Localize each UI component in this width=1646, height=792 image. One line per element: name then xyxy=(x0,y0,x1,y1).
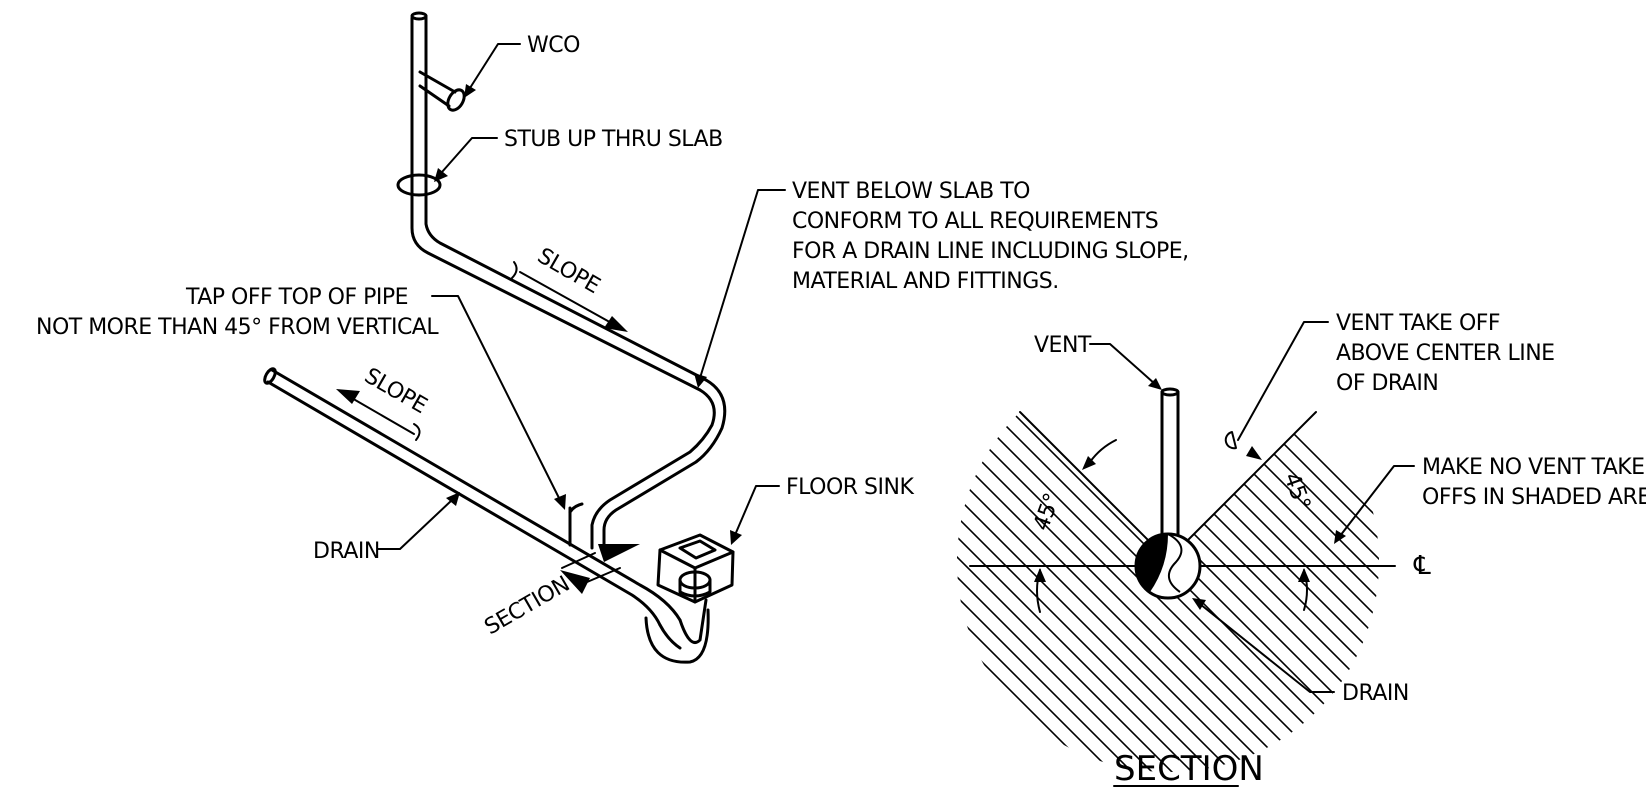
wco-stub-pipe xyxy=(418,70,457,108)
vent-below-line-3: FOR A DRAIN LINE INCLUDING SLOPE, xyxy=(792,239,1189,264)
tap-off-leader-arrow xyxy=(554,494,566,510)
vent-take-off-line-1: VENT TAKE OFF xyxy=(1336,311,1500,336)
vent-pipe-section xyxy=(1160,390,1180,537)
slope-upper-arrow xyxy=(511,261,628,332)
stub-up-label: STUB UP THRU SLAB xyxy=(504,127,723,152)
vent-take-off-leader xyxy=(1237,321,1329,441)
vent-pipe-top xyxy=(1160,387,1180,397)
floor-sink-label: FLOOR SINK xyxy=(786,475,914,500)
tap-off-riser xyxy=(568,502,584,547)
vent-leader xyxy=(1089,343,1156,385)
vent-below-line-2: CONFORM TO ALL REQUIREMENTS xyxy=(792,209,1158,234)
wco-cap xyxy=(446,88,466,112)
wco-leader xyxy=(469,43,521,89)
vent-leader-arrow xyxy=(1148,378,1162,390)
vent-offset-pipe xyxy=(590,378,727,557)
drain-right-leader xyxy=(1199,603,1335,693)
wco-label: WCO xyxy=(527,33,580,58)
vent-stack-pipe xyxy=(410,14,708,392)
stub-up-leader-arrow xyxy=(434,168,448,182)
vent-below-leader xyxy=(699,189,786,379)
slope-upper-label: SLOPE xyxy=(533,244,604,299)
drain-left-leader xyxy=(377,499,453,550)
make-no-vent-leader-arrow xyxy=(1334,530,1346,544)
slope-lower-label: SLOPE xyxy=(360,364,431,419)
centerline-symbol: ℄ xyxy=(1413,551,1431,581)
slab-penetration-ring xyxy=(396,173,442,197)
vent-take-off-line-2: ABOVE CENTER LINE xyxy=(1336,341,1555,366)
drain-right-leader-arrow xyxy=(1192,598,1206,610)
make-no-vent-line-1: MAKE NO VENT TAKE xyxy=(1422,455,1645,480)
vent-below-leader-arrow xyxy=(694,373,707,388)
section-diagram: 45° 45° VENT VENT TAKE OFF ABOVE CENTER … xyxy=(956,311,1646,789)
floor-sink xyxy=(656,533,735,604)
tap-off-leader xyxy=(431,295,561,501)
floor-sink-leader xyxy=(734,485,780,536)
section-title: SECTION xyxy=(1114,749,1264,789)
angle-right-label: 45° xyxy=(1278,470,1314,514)
drain-left-leader-arrow xyxy=(446,492,460,506)
make-no-vent-line-2: OFFS IN SHADED ARE xyxy=(1422,485,1646,510)
section-cut-marker xyxy=(560,544,640,594)
drain-pipe-end xyxy=(263,367,277,385)
vent-stack-top-end xyxy=(410,11,428,21)
angle-arc-top-left xyxy=(1089,439,1117,463)
angle-left-label: 45° xyxy=(1029,490,1065,534)
drain-pipe xyxy=(266,368,682,627)
drain-pipe-fill xyxy=(1136,534,1168,592)
floor-sink-leader-arrow xyxy=(730,530,742,545)
vent-below-line-1: VENT BELOW SLAB TO xyxy=(792,179,1030,204)
vent-label: VENT xyxy=(1034,333,1092,358)
vent-take-off-symbol xyxy=(1224,431,1237,450)
drain-left-label: DRAIN xyxy=(313,539,380,564)
make-no-vent-leader xyxy=(1339,465,1415,537)
tap-off-line-1: TAP OFF TOP OF PIPE xyxy=(185,285,408,310)
p-trap xyxy=(644,598,710,664)
right-45-boundary xyxy=(1185,411,1317,543)
wco-leader-arrow xyxy=(464,84,476,98)
tap-off-line-2: NOT MORE THAN 45° FROM VERTICAL xyxy=(36,315,439,340)
stub-up-leader xyxy=(441,137,498,173)
vent-below-line-4: MATERIAL AND FITTINGS. xyxy=(792,269,1059,294)
shaded-no-vent-area xyxy=(956,412,1380,773)
vent-take-off-line-3: OF DRAIN xyxy=(1336,371,1438,396)
left-45-boundary xyxy=(1019,411,1151,543)
isometric-vent-diagram: SLOPE SLOPE SECTION WCO STUB UP THRU SLA… xyxy=(36,11,1189,664)
slope-lower-arrow xyxy=(336,389,421,441)
drain-right-label: DRAIN xyxy=(1342,681,1409,706)
section-cut-label: SECTION xyxy=(481,572,574,640)
